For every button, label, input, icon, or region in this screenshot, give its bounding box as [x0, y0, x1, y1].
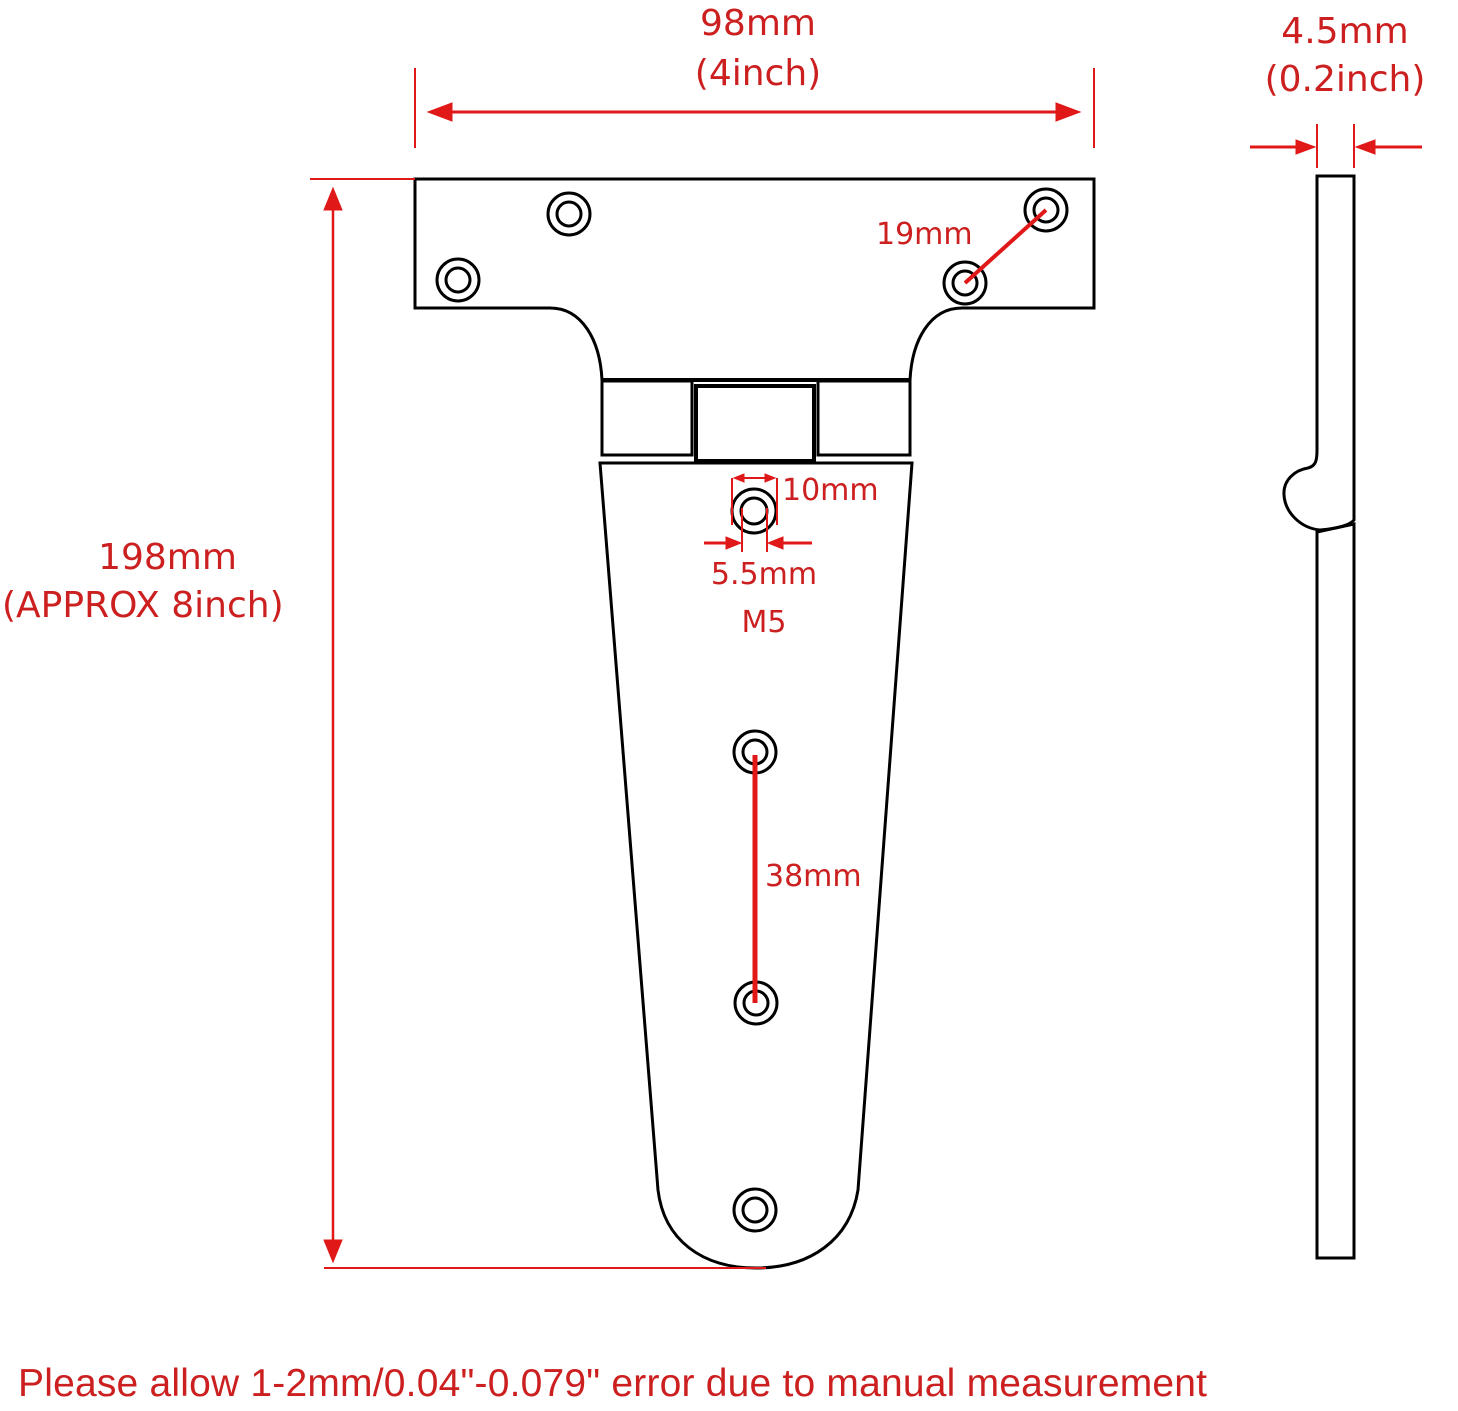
hole-spacing-19mm-line — [963, 208, 1048, 285]
hole-inner-diameter-label: 5.5mm — [710, 557, 818, 592]
hole-strap-4 — [732, 1187, 778, 1233]
thickness-inch-label: (0.2inch) — [1264, 59, 1426, 100]
hole-top-2 — [435, 257, 481, 303]
hole-top-1 — [546, 191, 592, 237]
side-upper-plate — [1282, 174, 1356, 532]
thickness-mm-label: 4.5mm — [1281, 11, 1409, 52]
dimension-lines — [310, 68, 1422, 1269]
side-lower-plate — [1315, 522, 1356, 1260]
hole-spacing-strap-label: 38mm — [765, 859, 862, 894]
width-inch-label: (4inch) — [694, 53, 822, 94]
hole-strap-1 — [730, 487, 778, 535]
top-leaf-outline — [413, 177, 1096, 382]
hinge-side-view — [1282, 174, 1356, 1260]
screw-holes — [435, 187, 1069, 1233]
knuckle-left — [600, 379, 694, 457]
knuckle-middle — [694, 384, 816, 463]
width-mm-label: 98mm — [700, 3, 816, 44]
hinge-front-view — [413, 177, 1096, 1270]
height-mm-label: 198mm — [98, 537, 237, 578]
height-inch-label: (APPROX 8inch) — [2, 585, 284, 626]
measurement-tolerance-note: Please allow 1-2mm/0.04"-0.079" error du… — [18, 1362, 1208, 1405]
hole-top-4 — [942, 260, 988, 306]
hole-outer-diameter-label: 10mm — [782, 473, 879, 508]
hole-spacing-top-label: 19mm — [876, 217, 973, 252]
hole-top-3 — [1023, 187, 1069, 233]
knuckle-right — [816, 379, 912, 457]
screw-size-label: M5 — [741, 605, 787, 640]
